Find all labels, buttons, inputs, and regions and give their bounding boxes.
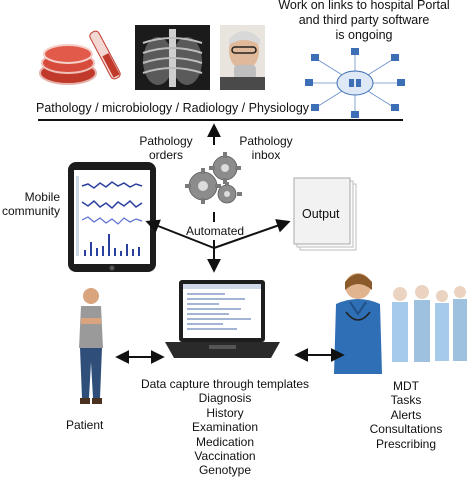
- template-item: History: [206, 405, 244, 420]
- output-label: Output: [302, 207, 340, 221]
- mobile-community-line-2: community: [1, 204, 60, 219]
- output-paper-stack: [292, 176, 360, 254]
- top-note-line-1: Work on links to hospital Portal: [278, 0, 450, 12]
- chest-xray-image: [135, 25, 210, 90]
- petri-dish-image: [38, 25, 128, 90]
- services-bar-label: Pathology / microbiology / Radiology / P…: [36, 101, 310, 115]
- top-note: Work on links to hospital Portal and thi…: [255, 0, 473, 43]
- pathology-inbox-label: Pathology inbox: [236, 134, 296, 163]
- mdt-item: Consultations: [369, 422, 443, 437]
- template-item: Genotype: [198, 463, 252, 478]
- top-note-line-3: is ongoing: [335, 28, 393, 42]
- mdt-item: Tasks: [390, 393, 422, 408]
- template-item: Examination: [191, 420, 259, 435]
- pathology-inbox-line-2: inbox: [251, 148, 281, 163]
- spirometry-person-image: [220, 25, 265, 90]
- mdt-item: MDT: [393, 379, 419, 393]
- medical-team-image: [330, 268, 468, 378]
- mdt-item: Alerts: [390, 407, 422, 422]
- tablet-device-image: [68, 162, 156, 272]
- patient-figure-image: [72, 286, 110, 408]
- top-note-line-2: and third party software: [298, 13, 430, 27]
- pathology-orders-label: Pathology orders: [136, 134, 196, 163]
- pathology-orders-line-1: Pathology: [139, 134, 193, 148]
- mdt-list: MDT Tasks Alerts Consultations Prescribi…: [360, 379, 452, 451]
- pathology-inbox-line-1: Pathology: [239, 134, 293, 148]
- automated-label: Automated: [186, 224, 245, 238]
- templates-list: Data capture through templates Diagnosis…: [133, 377, 317, 478]
- mobile-community-label: Mobile community: [0, 190, 60, 219]
- template-item: Vaccination: [194, 449, 256, 464]
- templates-heading: Data capture through templates: [140, 377, 310, 391]
- mobile-community-line-1: Mobile: [24, 190, 60, 204]
- template-item: Diagnosis: [198, 391, 252, 406]
- template-item: Medication: [195, 434, 255, 449]
- mdt-item: Prescribing: [375, 436, 437, 451]
- network-diagram-image: [305, 48, 405, 118]
- gears-icon: [183, 148, 245, 208]
- patient-label: Patient: [66, 418, 104, 432]
- laptop-image: [165, 278, 280, 363]
- pathology-orders-line-2: orders: [148, 148, 183, 163]
